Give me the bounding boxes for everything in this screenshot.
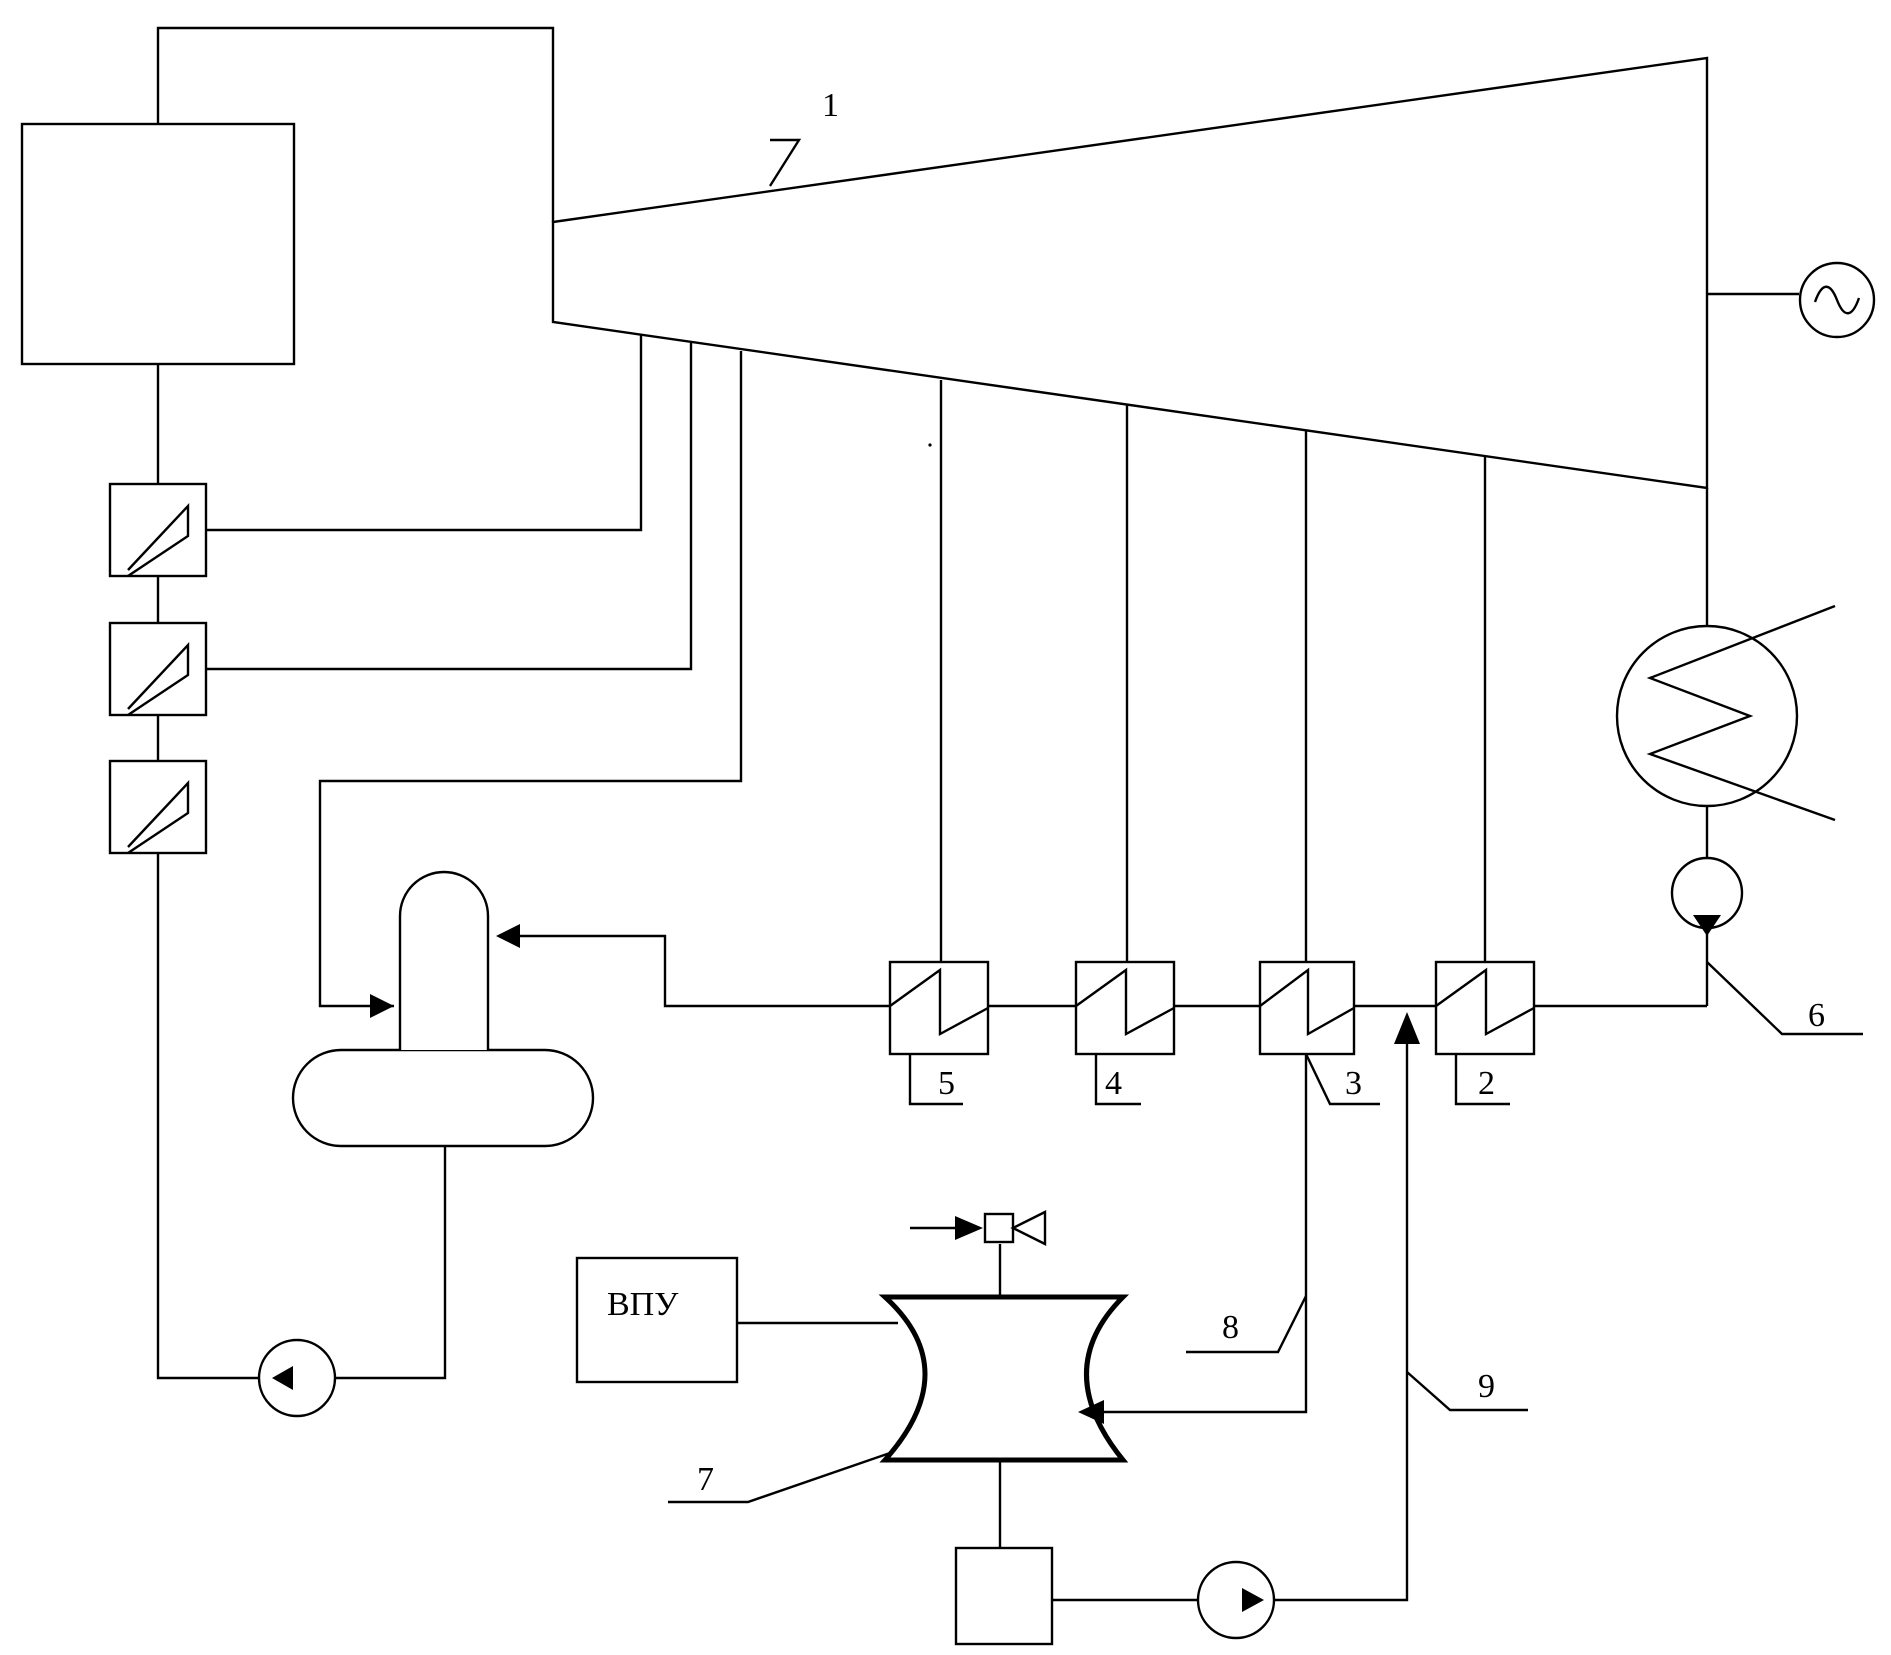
leader-1 xyxy=(770,140,799,186)
label-2: 2 xyxy=(1478,1065,1495,1102)
valve-cone-icon xyxy=(1013,1212,1045,1244)
label-1: 1 xyxy=(822,87,839,124)
valve-box xyxy=(985,1214,1013,1242)
label-9: 9 xyxy=(1478,1368,1495,1405)
dot-mark xyxy=(928,443,931,446)
valve-inlet-arrow xyxy=(955,1216,983,1240)
leader-8 xyxy=(1186,1296,1306,1352)
boiler xyxy=(22,124,294,364)
hp-heater-3 xyxy=(110,761,206,853)
label-8: 8 xyxy=(1222,1309,1239,1346)
extraction-8-line xyxy=(1096,1054,1306,1412)
extraction-hp-2 xyxy=(206,343,691,669)
mixer-tank xyxy=(885,1297,1123,1460)
label-7: 7 xyxy=(697,1461,714,1498)
deaerator-water-line xyxy=(506,936,890,1006)
label-4: 4 xyxy=(1105,1065,1122,1102)
hp-heater-2 xyxy=(110,623,206,715)
water-treatment-label: ВПУ xyxy=(607,1286,679,1323)
leader-3 xyxy=(1306,1054,1380,1104)
extraction-hp-3 xyxy=(320,351,741,806)
leader-6 xyxy=(1707,962,1863,1034)
drain-tank xyxy=(956,1548,1052,1644)
feed-line-9-arrow xyxy=(1394,1012,1420,1044)
label-5: 5 xyxy=(938,1065,955,1102)
label-3: 3 xyxy=(1345,1065,1362,1102)
feed-pump xyxy=(259,1340,335,1416)
deaerator-column xyxy=(400,872,488,1050)
label-6: 6 xyxy=(1808,997,1825,1034)
leader-5 xyxy=(910,1054,963,1104)
condenser xyxy=(1617,626,1797,806)
hp-heater-1 xyxy=(110,484,206,576)
turbine xyxy=(553,58,1707,488)
deaerator-steam-line xyxy=(320,806,394,1006)
leader-9 xyxy=(1407,1372,1528,1410)
deaerator-to-pump xyxy=(335,1146,445,1378)
deaerator-tank xyxy=(293,1050,593,1146)
